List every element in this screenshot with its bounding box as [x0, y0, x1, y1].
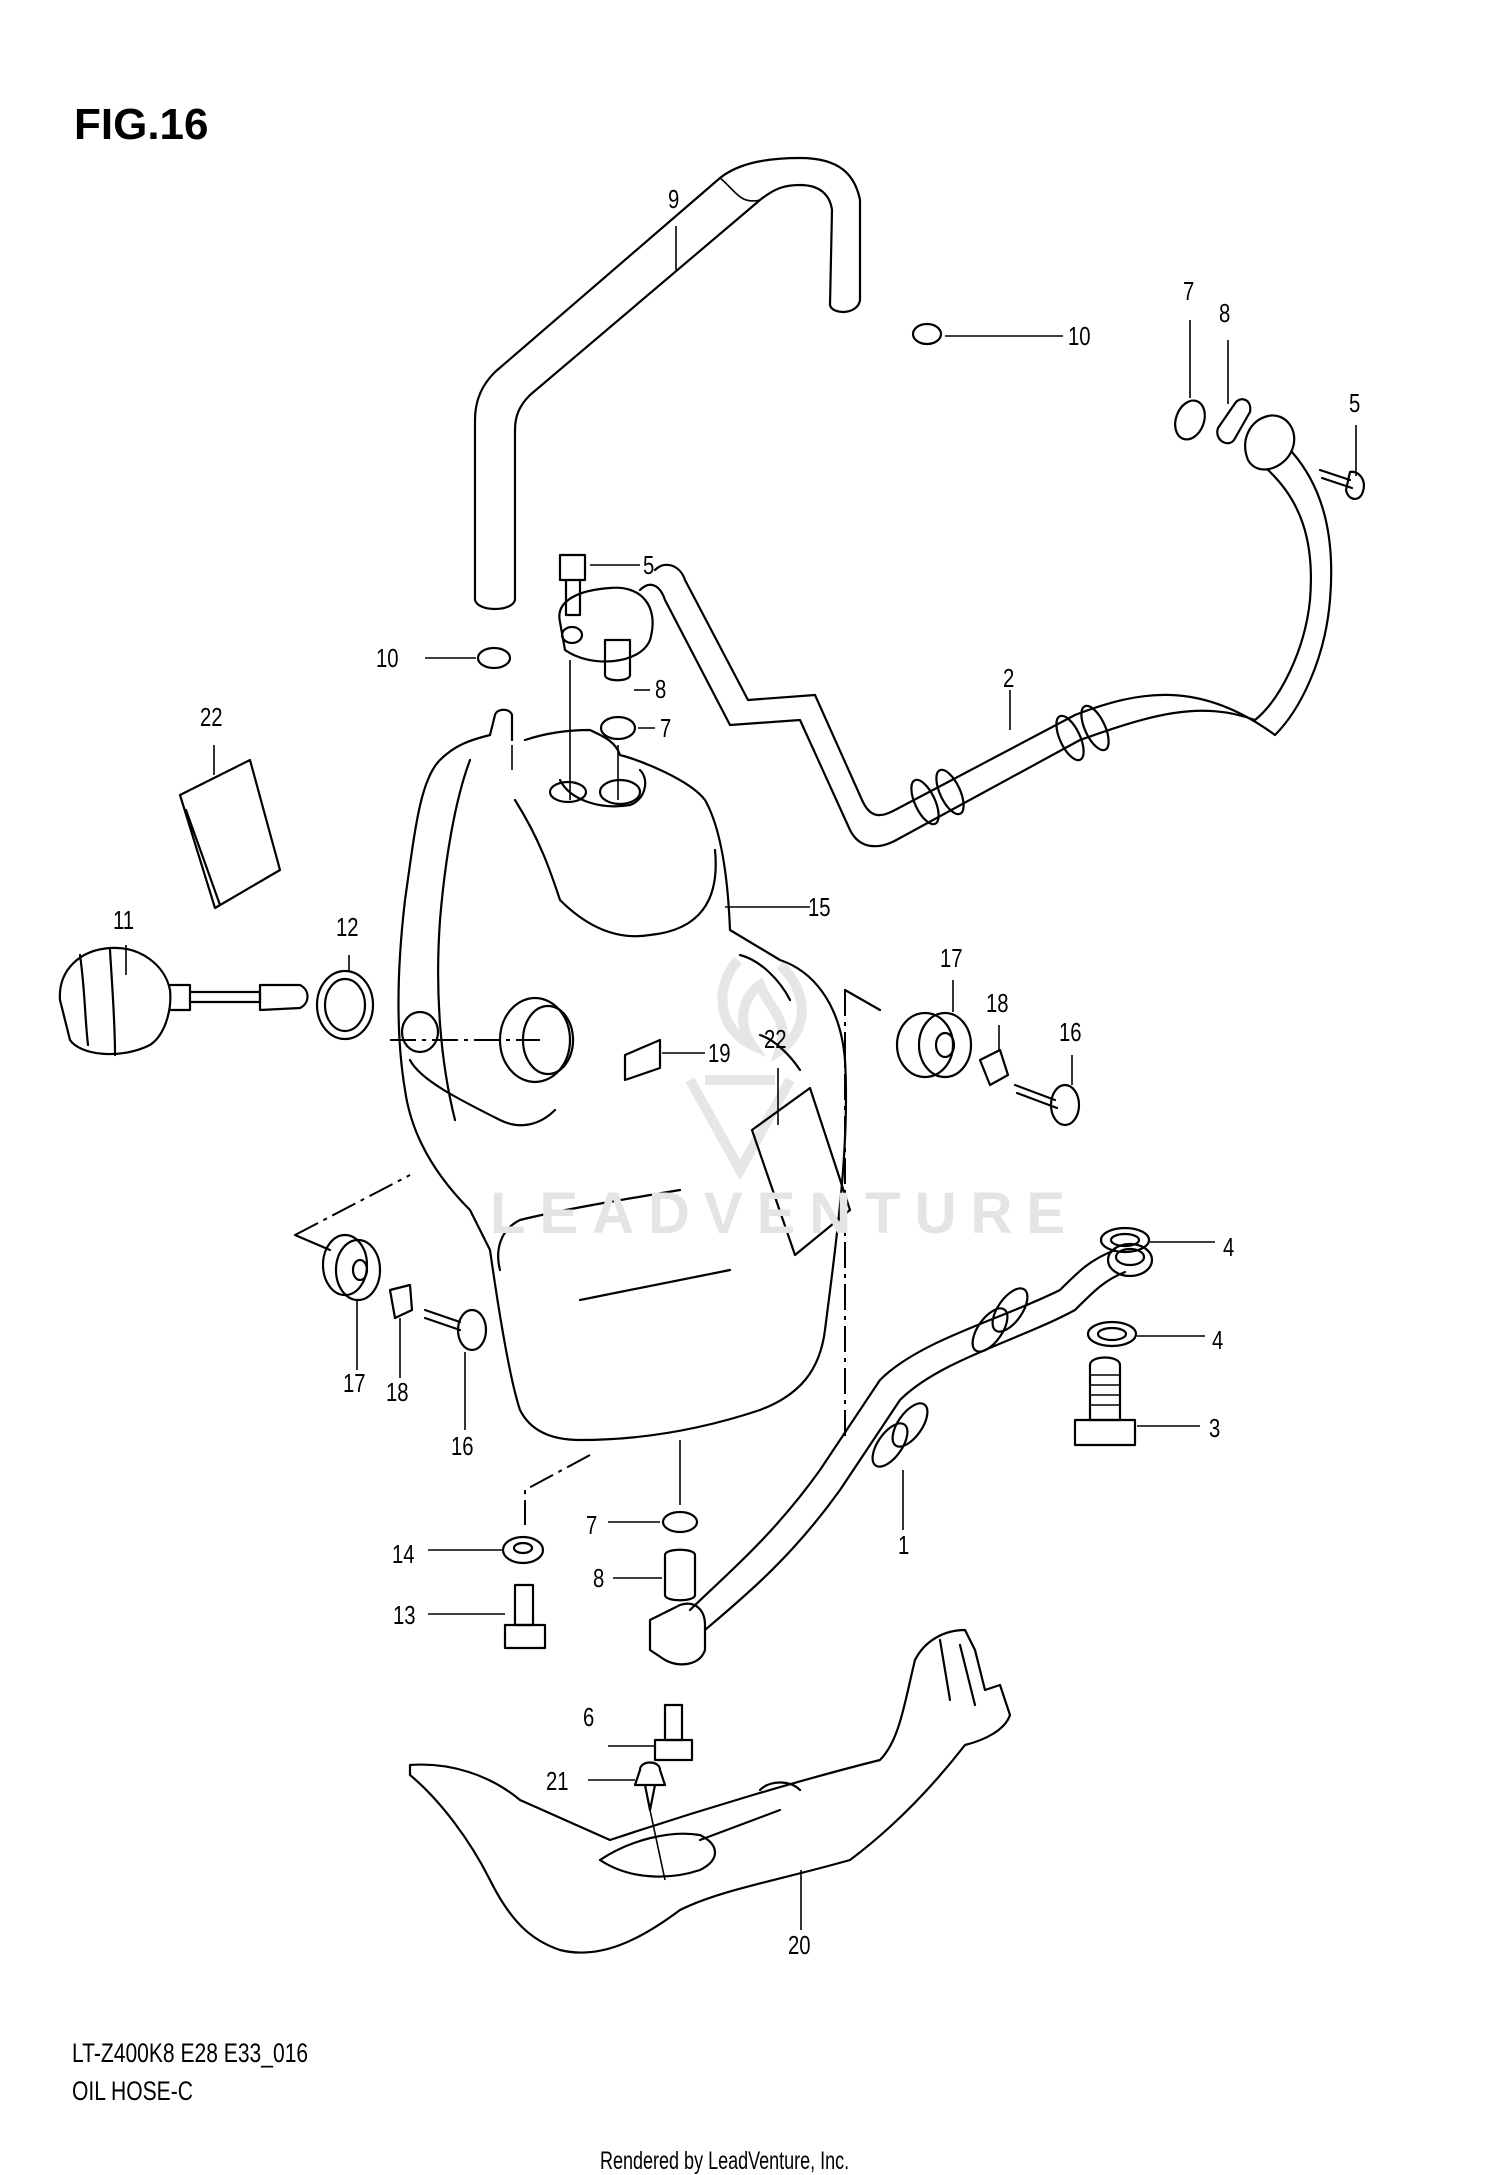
mount-right: [843, 980, 1081, 1440]
callout-22-left[interactable]: 22: [200, 702, 223, 732]
callout-7-lower[interactable]: 7: [586, 1510, 598, 1540]
model-code: LT-Z400K8 E28 E33_016: [72, 2038, 309, 2068]
callout-8-tank-top[interactable]: 8: [655, 674, 667, 704]
callout-21[interactable]: 21: [546, 1766, 569, 1796]
label-22-left: [178, 745, 282, 910]
callout-10-neck[interactable]: 10: [376, 643, 399, 673]
oil-hose-lower: [648, 1242, 1154, 1666]
oil-level-gauge: [58, 945, 309, 1057]
tank-guard: [408, 1628, 1012, 1954]
render-credit: Rendered by LeadVenture, Inc.: [600, 2147, 850, 2175]
section-name: OIL HOSE-C: [72, 2076, 193, 2106]
gasket-4-upper: [1099, 1226, 1215, 1254]
callout-7-tank-top[interactable]: 7: [660, 713, 672, 743]
callout-18-left[interactable]: 18: [386, 1377, 409, 1407]
callout-4-lower[interactable]: 4: [1212, 1325, 1224, 1355]
gasket-4-lower: [1086, 1320, 1205, 1348]
tank-top-fitting: [558, 553, 655, 800]
callout-12[interactable]: 12: [336, 912, 359, 942]
callout-4-upper[interactable]: 4: [1223, 1232, 1235, 1262]
callout-10-upper[interactable]: 10: [1068, 321, 1091, 351]
mount-left: [293, 1174, 488, 1430]
callout-2[interactable]: 2: [1003, 663, 1015, 693]
union-bolt-3: [1073, 1356, 1200, 1447]
callout-13[interactable]: 13: [393, 1600, 416, 1630]
callout-17-right[interactable]: 17: [940, 943, 963, 973]
callout-16-left[interactable]: 16: [451, 1431, 474, 1461]
watermark-logo: [685, 956, 807, 1181]
watermark-text: LEADVENTURE: [490, 1181, 1080, 1246]
callout-16-right[interactable]: 16: [1059, 1017, 1082, 1047]
label-19: [623, 1038, 705, 1082]
callout-6[interactable]: 6: [583, 1702, 595, 1732]
callout-19[interactable]: 19: [708, 1038, 731, 1068]
callout-5-upper[interactable]: 5: [1349, 388, 1361, 418]
callout-20[interactable]: 20: [788, 1930, 811, 1960]
callout-8-upper[interactable]: 8: [1219, 298, 1231, 328]
upper-right-fitting: [1174, 320, 1365, 737]
callout-5-tank-top[interactable]: 5: [643, 550, 655, 580]
callout-1[interactable]: 1: [898, 1530, 910, 1560]
drain-parts: [428, 1440, 699, 1762]
callout-11[interactable]: 11: [113, 905, 135, 935]
breather-hose: [473, 156, 862, 611]
label-22-tank: [750, 1068, 852, 1257]
o-ring-12: [315, 955, 540, 1041]
hose-clip-neck: [425, 646, 512, 670]
callout-8-lower[interactable]: 8: [593, 1563, 605, 1593]
callout-22-tank[interactable]: 22: [764, 1024, 787, 1054]
clip-21: [588, 1761, 667, 1881]
callout-15[interactable]: 15: [808, 892, 831, 922]
oil-hose-upper: [638, 563, 1277, 848]
callout-7-upper[interactable]: 7: [1183, 276, 1195, 306]
callout-18-right[interactable]: 18: [986, 988, 1009, 1018]
callout-14[interactable]: 14: [392, 1539, 415, 1569]
hose-clip-upper: [911, 322, 1063, 346]
callout-17-left[interactable]: 17: [343, 1368, 366, 1398]
callout-3[interactable]: 3: [1209, 1413, 1221, 1443]
figure-title: FIG.16: [74, 100, 209, 149]
oil-tank: [397, 708, 848, 1442]
callout-9[interactable]: 9: [668, 184, 680, 214]
